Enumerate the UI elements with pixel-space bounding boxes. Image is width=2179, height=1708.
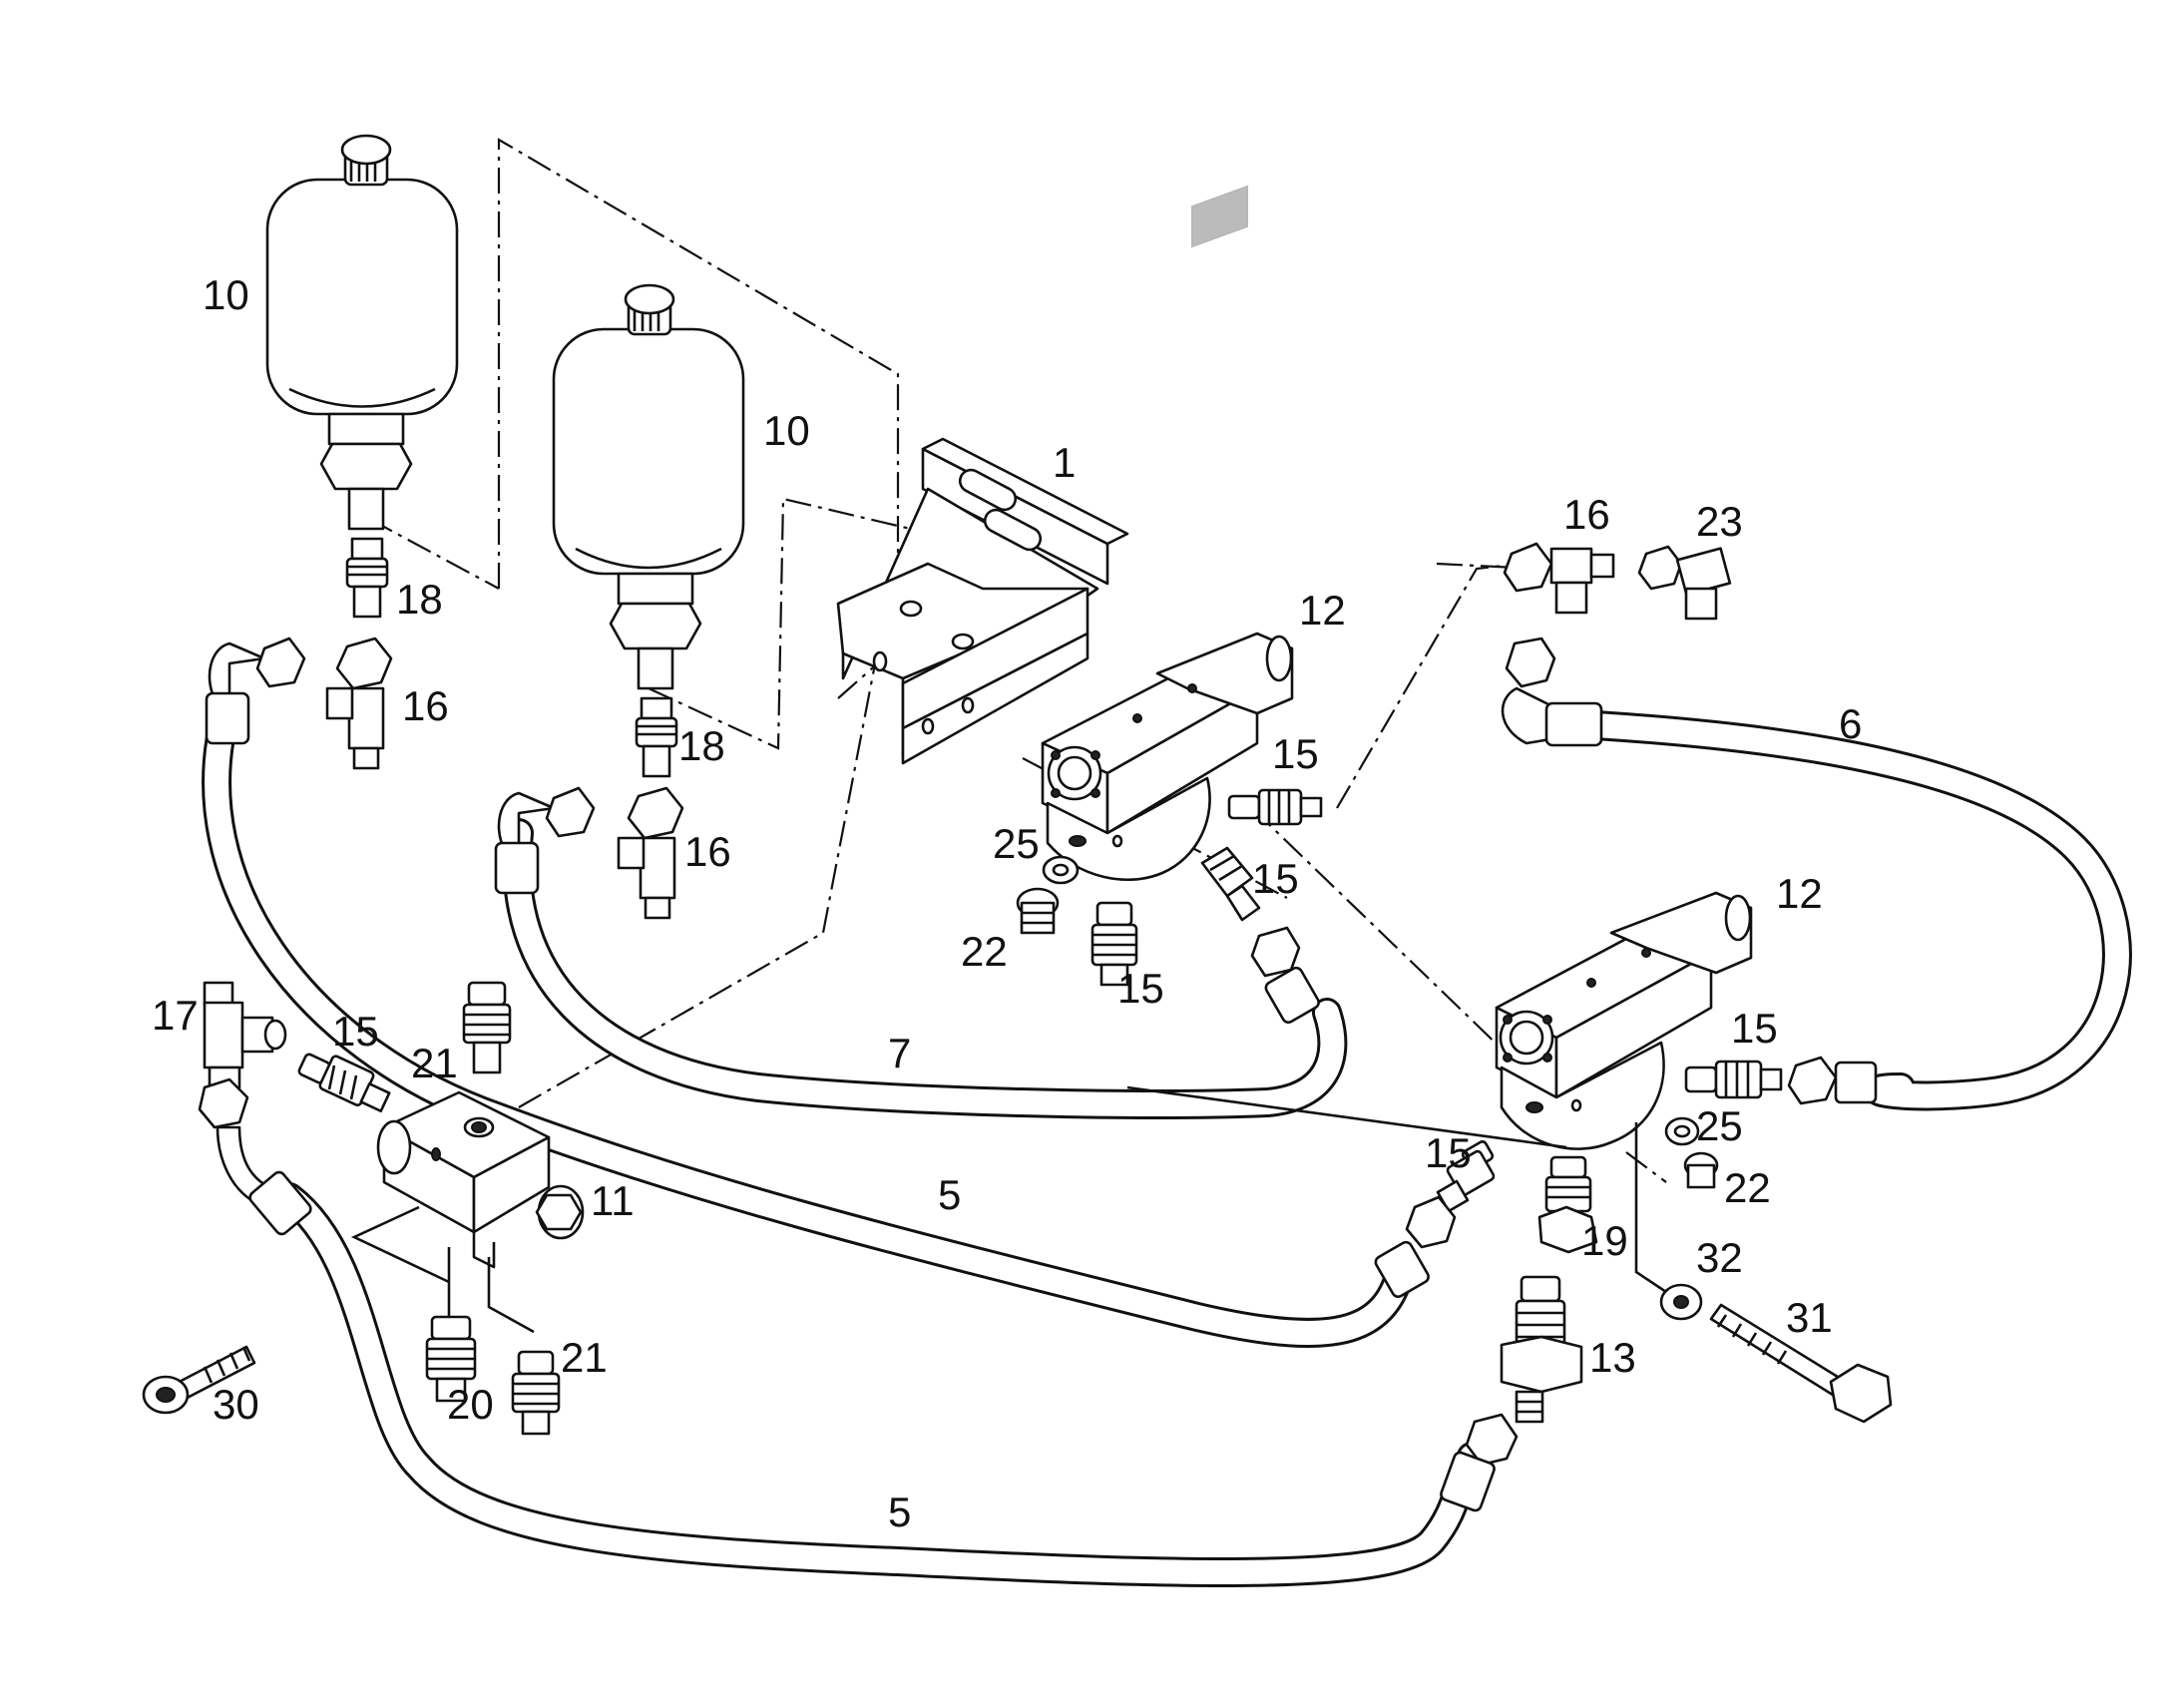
callout-21-upper: 21	[411, 1040, 458, 1086]
pressure-switch-lower	[1495, 891, 1753, 1150]
callout-17: 17	[152, 992, 199, 1039]
bolt-31	[1709, 1303, 1893, 1424]
hose-elbow-right	[1501, 637, 1603, 747]
callout-15-lower-left: 15	[1425, 1129, 1472, 1176]
callout-12-upper: 12	[1299, 587, 1346, 634]
callout-19: 19	[1581, 1217, 1628, 1264]
callout-23: 23	[1696, 498, 1743, 545]
fitting-19	[1537, 1155, 1598, 1254]
callout-15-lower-right: 15	[1731, 1005, 1778, 1052]
callout-13: 13	[1589, 1334, 1636, 1381]
callout-18-left: 18	[396, 576, 443, 623]
adapter-18-middle	[635, 696, 678, 778]
bolt-30	[142, 1345, 256, 1415]
washer-25-lower	[1664, 1116, 1700, 1146]
hose-6	[1546, 708, 2132, 1111]
callout-20: 20	[447, 1381, 494, 1428]
fitting-20	[425, 1315, 477, 1403]
washer-32	[1659, 1283, 1703, 1321]
tee-16-right	[1503, 542, 1615, 615]
callout-22-lower: 22	[1724, 1164, 1771, 1211]
adapter-18-left	[345, 537, 389, 619]
accumulator-left	[265, 134, 459, 531]
tee-16-middle	[617, 786, 684, 920]
hose-fitting-17-end	[216, 1125, 312, 1236]
hose-5-upper	[202, 703, 1417, 1348]
mounting-bracket	[836, 437, 1129, 765]
fitting-15-down	[1090, 901, 1138, 987]
callout-22-upper: 22	[961, 928, 1008, 975]
callout-15-upper: 15	[1272, 730, 1319, 777]
callout-6: 6	[1839, 700, 1862, 747]
tee-16-left	[325, 637, 393, 770]
fitting-15-left	[297, 1053, 391, 1113]
callout-16-left: 16	[402, 682, 449, 729]
fitting-15-diagonal	[1200, 846, 1320, 1025]
pressure-switch-upper	[1041, 185, 1294, 881]
tee-17	[198, 981, 287, 1129]
fitting-21-upper	[462, 981, 512, 1074]
hose-5-lower	[274, 1182, 1487, 1588]
callout-30: 30	[213, 1381, 259, 1428]
hose-elbow-left	[205, 637, 306, 745]
callout-10-left: 10	[203, 271, 249, 318]
plug-22-lower	[1683, 1151, 1719, 1189]
elbow-23	[1637, 545, 1732, 621]
callout-31: 31	[1786, 1294, 1833, 1341]
washer-25-upper	[1042, 855, 1080, 885]
callout-5-upper: 5	[938, 1171, 961, 1218]
fitting-15-lower-left	[1374, 1140, 1496, 1299]
callout-10-middle: 10	[763, 407, 810, 454]
callout-1: 1	[1053, 439, 1076, 486]
callout-15-diagonal: 15	[1252, 855, 1299, 902]
fitting-13	[1440, 1275, 1583, 1512]
callout-15-left: 15	[332, 1008, 379, 1055]
callout-32: 32	[1696, 1234, 1743, 1281]
callout-21-lower: 21	[561, 1334, 608, 1381]
callout-18-middle: 18	[678, 722, 725, 769]
hose-7	[502, 818, 1348, 1119]
plug-22-upper	[1016, 887, 1060, 935]
callout-7: 7	[888, 1030, 911, 1076]
accumulator-middle	[552, 283, 745, 690]
fitting-15-right-upper	[1227, 788, 1323, 826]
fitting-15-lower-right	[1684, 1056, 1878, 1105]
callout-5-lower: 5	[888, 1489, 911, 1535]
fitting-21-lower	[511, 1350, 561, 1436]
callout-labels: 10 10 1 18 16 18 16 12 15 25 15 22 15 16…	[152, 271, 1862, 1535]
hose-elbow-middle	[494, 786, 596, 895]
callout-15-down: 15	[1117, 965, 1164, 1012]
valve-block	[376, 1090, 585, 1269]
callout-16-middle: 16	[684, 828, 731, 875]
callout-16-right: 16	[1563, 491, 1610, 538]
leader-lines	[350, 1085, 1667, 1334]
callout-25-lower: 25	[1696, 1102, 1743, 1149]
callout-11: 11	[591, 1177, 635, 1224]
callout-12-lower: 12	[1776, 870, 1823, 917]
callout-25-upper: 25	[993, 820, 1040, 867]
